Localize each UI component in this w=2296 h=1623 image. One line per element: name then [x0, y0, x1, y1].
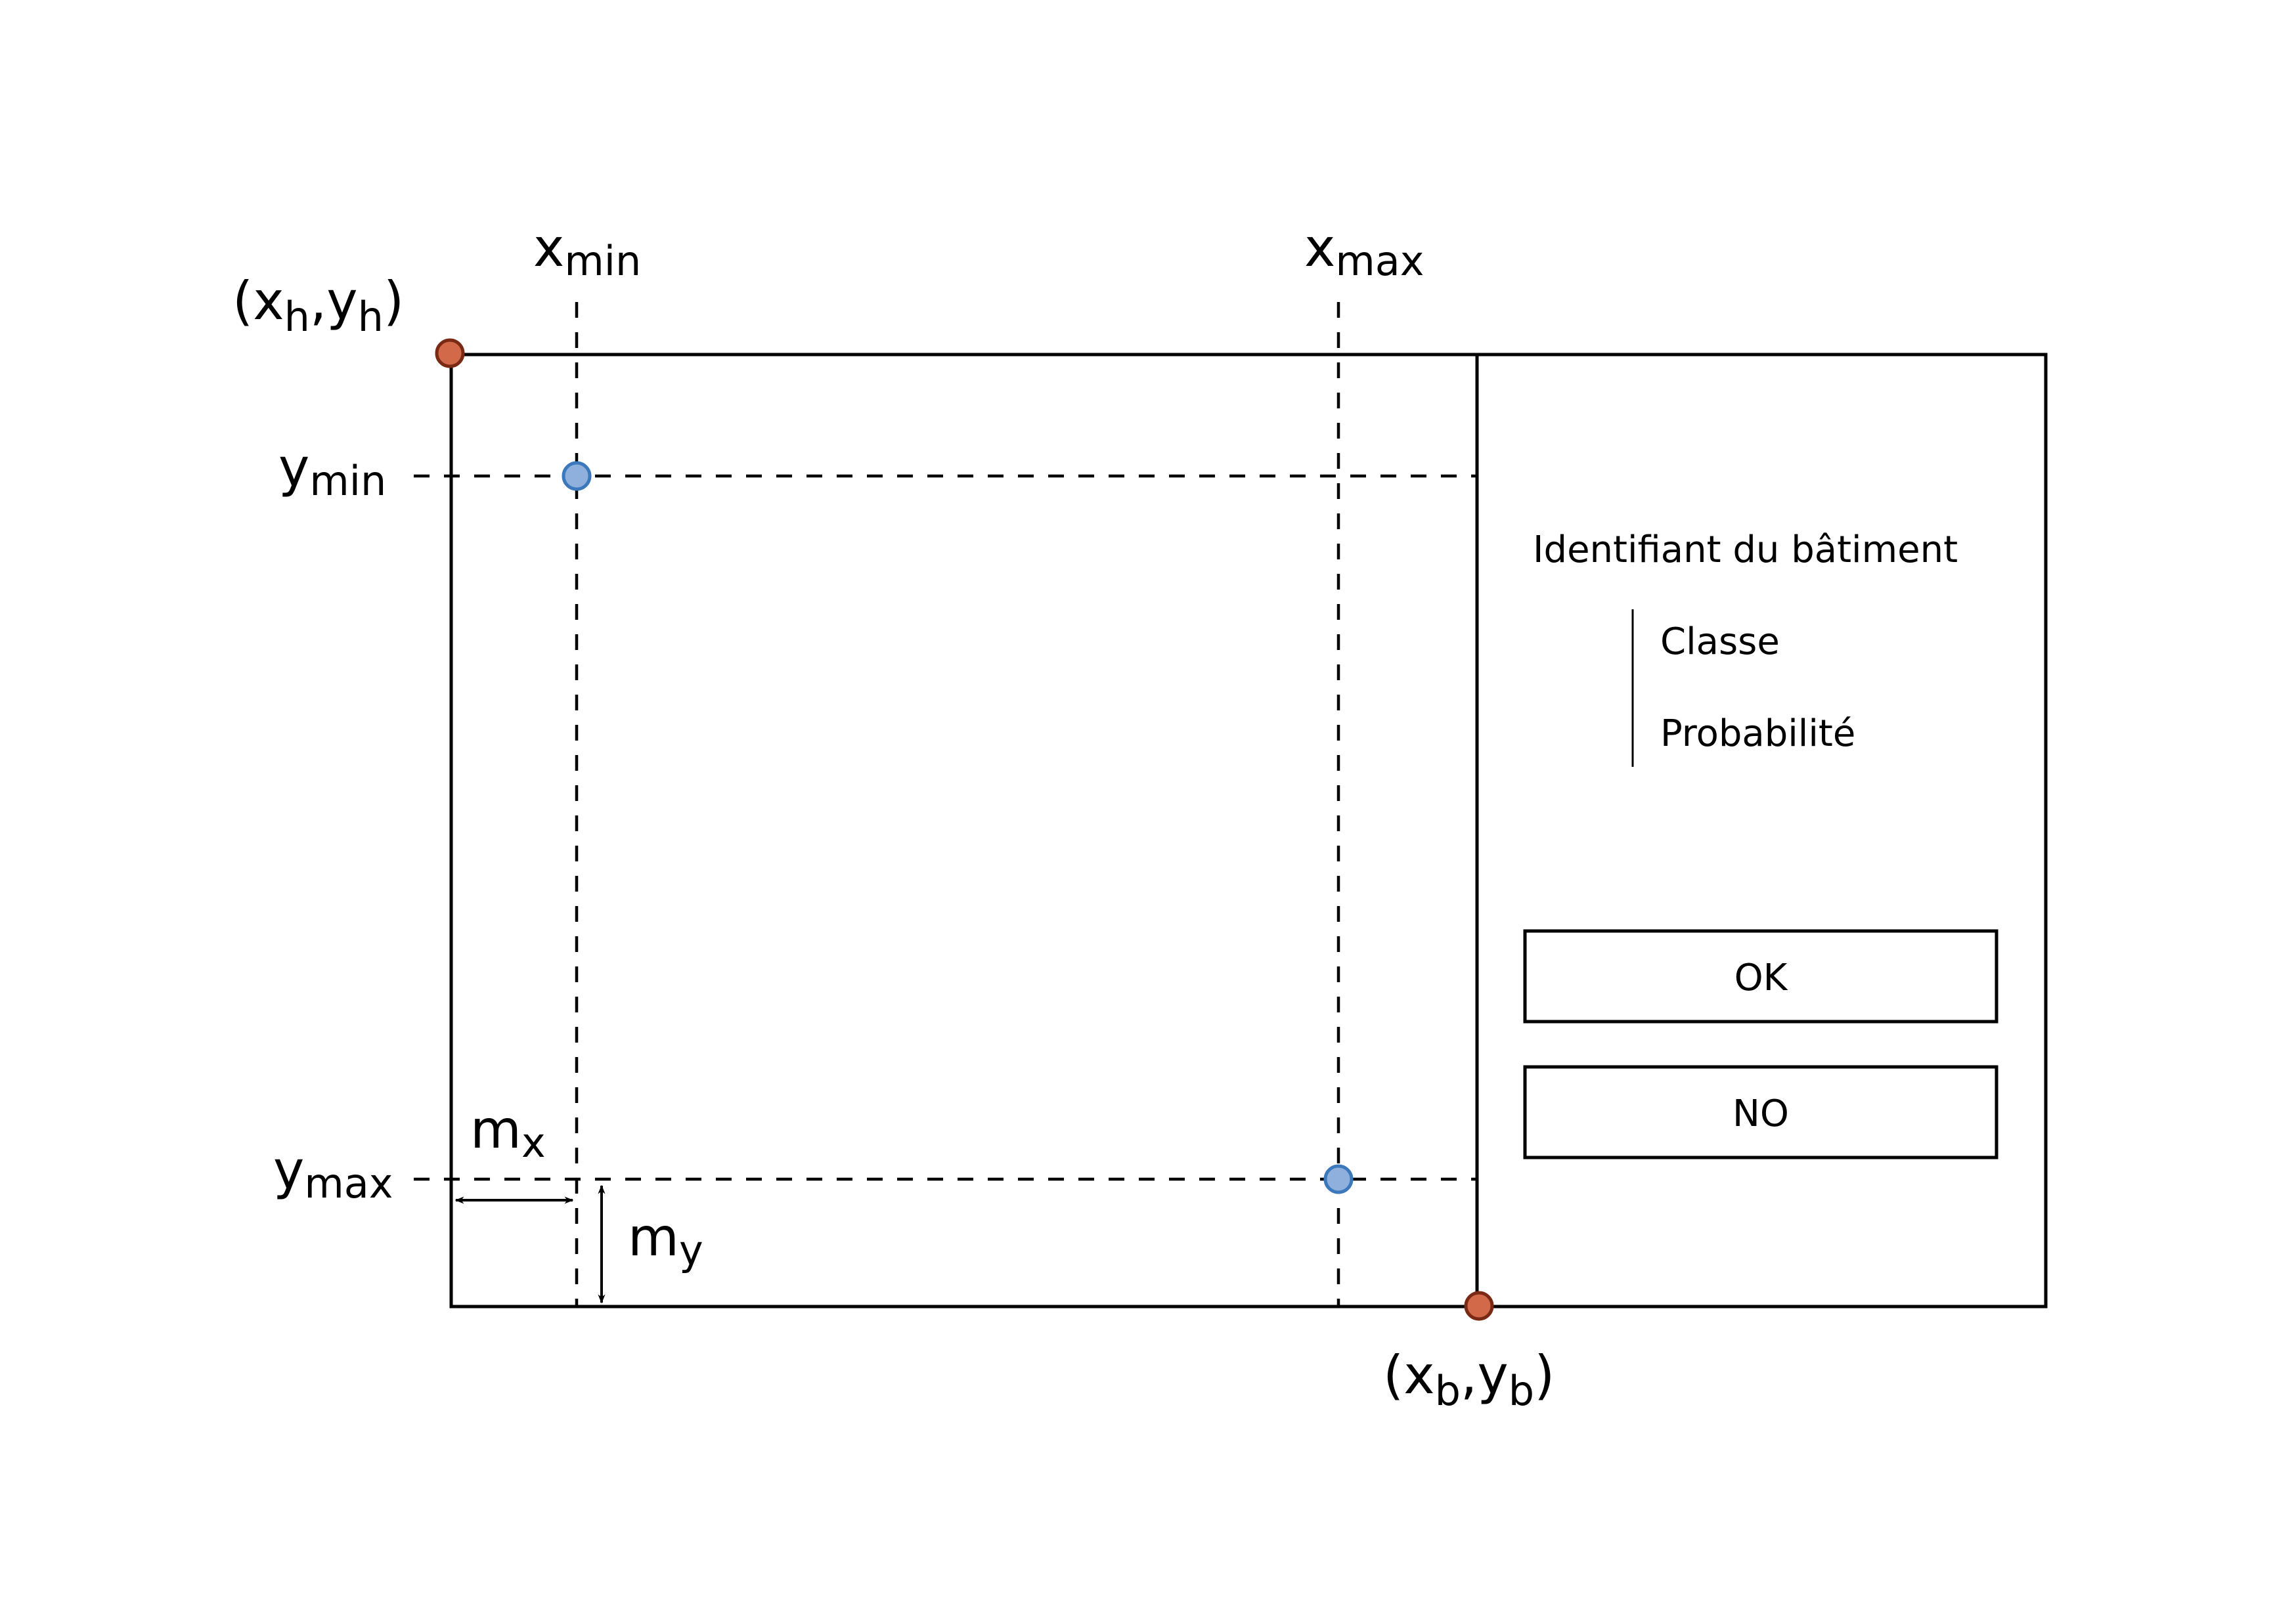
- no-button-label[interactable]: NO: [1733, 1093, 1789, 1135]
- no-button-frame[interactable]: [1523, 1065, 1998, 1159]
- ok-button-label[interactable]: OK: [1734, 957, 1788, 999]
- ymax-label: ymax: [273, 1140, 393, 1207]
- xmax-label: xmax: [1304, 217, 1424, 285]
- no-button[interactable]: NO: [1523, 1065, 1998, 1159]
- ymin-label: ymin: [278, 437, 386, 505]
- bbox-min-point: [562, 461, 592, 491]
- image-frame: [449, 353, 2048, 1309]
- class-label: Classe: [1660, 620, 1780, 663]
- probability-label: Probabilité: [1660, 712, 1855, 755]
- mx-label: mx: [470, 1099, 546, 1167]
- building-id-title: Identifiant du bâtiment: [1533, 529, 1958, 571]
- top-left-corner-label: (xh,yh): [232, 270, 404, 341]
- bbox-max-point: [1323, 1164, 1354, 1194]
- my-label: my: [628, 1207, 703, 1274]
- bottom-right-corner-point: [1464, 1291, 1494, 1321]
- top-left-corner-point: [435, 338, 465, 368]
- ok-button-frame[interactable]: [1523, 929, 1998, 1024]
- bottom-right-corner-label: (xb,yb): [1383, 1345, 1555, 1415]
- ok-button[interactable]: OK: [1523, 929, 1998, 1024]
- xmin-label: xmin: [533, 217, 641, 285]
